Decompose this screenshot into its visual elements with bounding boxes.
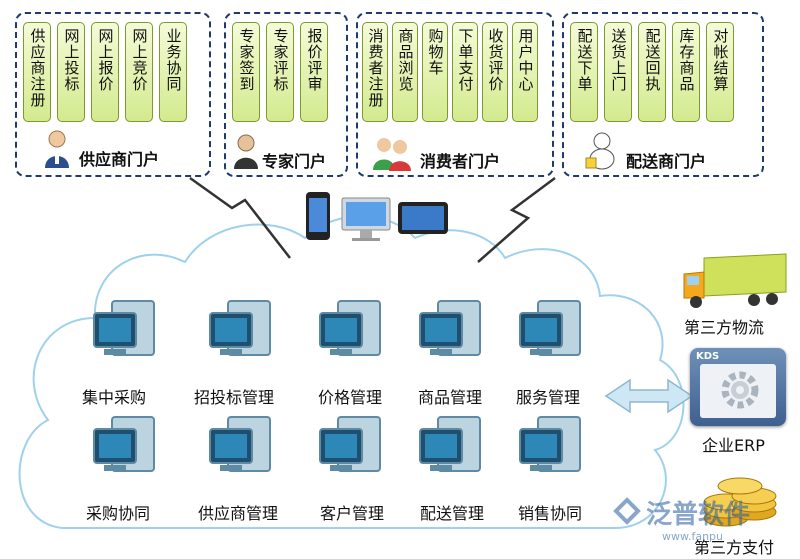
computer-icon-4 xyxy=(419,300,481,356)
module-label-8: 客户管理 xyxy=(320,504,385,523)
portal-title-delivery: 配送商门户 xyxy=(626,152,707,171)
computer-icon-6 xyxy=(93,416,155,472)
module-label-3: 价格管理 xyxy=(318,388,383,407)
portal-title-expert: 专家门户 xyxy=(262,152,327,171)
coins-icon xyxy=(703,477,777,527)
devices-icon xyxy=(306,192,448,241)
module-label-10: 销售协同 xyxy=(518,504,583,523)
consumer-people-icon xyxy=(373,138,411,171)
erp-box: KDS xyxy=(690,348,786,426)
computer-icon-5 xyxy=(519,300,581,356)
computer-icon-2 xyxy=(209,300,271,356)
computer-icon-1 xyxy=(93,300,155,356)
card-reconcile: 对帐结算 xyxy=(706,22,734,122)
card-delivery-receipt: 配送回执 xyxy=(638,22,666,122)
portal-title-supplier: 供应商门户 xyxy=(79,150,160,169)
computer-icon-9 xyxy=(419,416,481,472)
card-expert-signin: 专家签到 xyxy=(232,22,260,122)
module-label-5: 服务管理 xyxy=(516,388,581,407)
supplier-person-icon xyxy=(45,130,69,168)
module-label-1: 集中采购 xyxy=(82,388,147,407)
card-delivery-order: 配送下单 xyxy=(570,22,598,122)
card-product-browse: 商品浏览 xyxy=(392,22,418,122)
card-online-bid: 网上投标 xyxy=(57,22,85,122)
gear-icon xyxy=(721,371,759,409)
card-consumer-register: 消费者注册 xyxy=(362,22,388,122)
module-label-4: 商品管理 xyxy=(418,388,483,407)
computer-icon-10 xyxy=(519,416,581,472)
portal-expert: 专家签到 专家评标 报价评审 专家门户 xyxy=(224,12,348,177)
card-shopping-cart: 购物车 xyxy=(422,22,448,122)
card-receive-review: 收货评价 xyxy=(482,22,508,122)
portal-title-consumer: 消费者门户 xyxy=(420,152,501,171)
module-label-6: 采购协同 xyxy=(86,504,151,523)
module-label-9: 配送管理 xyxy=(420,504,485,523)
watermark-logo-icon xyxy=(613,497,641,525)
card-order-pay: 下单支付 xyxy=(452,22,478,122)
computer-icon-8 xyxy=(319,416,381,472)
card-user-center: 用户中心 xyxy=(512,22,538,122)
erp-badge: KDS xyxy=(696,351,720,362)
enterprise-erp-label: 企业ERP xyxy=(702,436,765,455)
delivery-person-icon xyxy=(585,132,615,170)
computer-icon-3 xyxy=(319,300,381,356)
card-business-collab: 业务协同 xyxy=(159,22,187,122)
card-online-quote: 网上报价 xyxy=(91,22,119,122)
card-expert-review: 专家评标 xyxy=(266,22,294,122)
truck-icon xyxy=(683,253,787,308)
watermark-url: www.fanpusoft.com xyxy=(662,530,722,543)
portal-delivery: 配送下单 送货上门 配送回执 库存商品 对帐结算 配送商门户 xyxy=(562,12,764,177)
card-online-auction: 网上竞价 xyxy=(125,22,153,122)
third-party-payment-label: 第三方支付 xyxy=(694,538,775,557)
watermark-brand: 泛普软件 xyxy=(646,500,751,530)
card-supplier-register: 供应商注册 xyxy=(23,22,51,122)
third-party-logistics-label: 第三方物流 xyxy=(684,318,765,337)
lightning-connector-left xyxy=(189,176,291,259)
computer-icon-7 xyxy=(209,416,271,472)
module-label-2: 招投标管理 xyxy=(194,388,275,407)
module-label-7: 供应商管理 xyxy=(198,504,279,523)
card-quote-review: 报价评审 xyxy=(300,22,328,122)
card-stock-goods: 库存商品 xyxy=(672,22,700,122)
portal-supplier: 供应商注册 网上投标 网上报价 网上竞价 业务协同 供应商门户 xyxy=(15,12,211,177)
expert-person-icon xyxy=(234,134,258,169)
card-door-delivery: 送货上门 xyxy=(604,22,632,122)
portal-consumer: 消费者注册 商品浏览 购物车 下单支付 收货评价 用户中心 消费者门户 xyxy=(356,12,554,177)
lightning-connector-right xyxy=(477,176,556,263)
